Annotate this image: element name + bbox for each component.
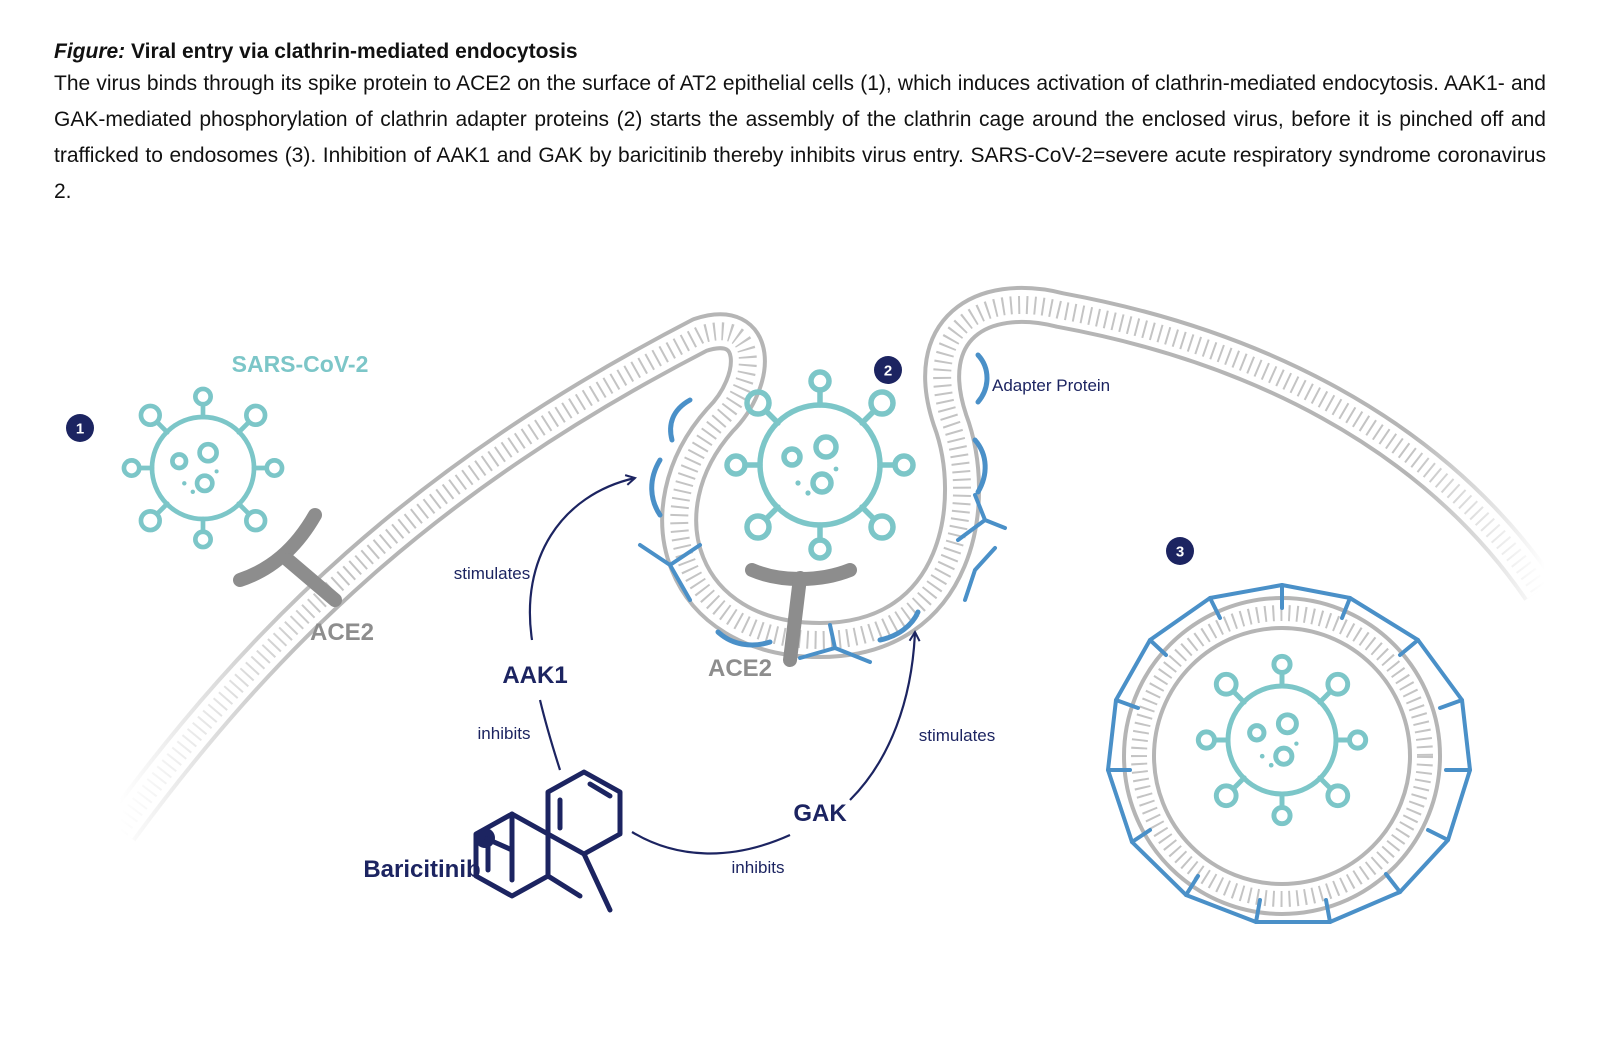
step-3-marker: 3 — [1166, 537, 1194, 565]
endosome-vesicle — [1122, 596, 1442, 916]
step-2-marker: 2 — [874, 356, 902, 384]
gak-label: GAK — [793, 800, 847, 827]
adapter-proteins — [649, 352, 990, 648]
edge-label-inhibits-2: inhibits — [732, 858, 785, 877]
baricitinib-bond — [483, 835, 514, 853]
svg-text:3: 3 — [1176, 544, 1184, 561]
edge-label-stimulates-2: stimulates — [919, 726, 996, 745]
svg-text:2: 2 — [884, 363, 892, 380]
caption-title-line: Figure: Viral entry via clathrin-mediate… — [54, 38, 1546, 66]
edge-label-stimulates-1: stimulates — [454, 564, 531, 583]
aak1-label: AAK1 — [502, 662, 567, 689]
adapter-protein-label: Adapter Protein — [992, 376, 1110, 395]
caption-lead: Figure: — [54, 40, 126, 63]
virus-particle-free — [124, 389, 282, 547]
cell-membrane — [100, 286, 1560, 860]
step-1-marker: 1 — [66, 414, 94, 442]
clathrin-cage — [1106, 583, 1472, 924]
ace2-receptor-1 — [233, 508, 342, 607]
sars-cov-2-label: SARS-CoV-2 — [232, 351, 369, 377]
clathrin-lattice-pit — [638, 493, 1007, 664]
caption-title: Viral entry via clathrin-mediated endocy… — [131, 40, 578, 63]
figure-caption: Figure: Viral entry via clathrin-mediate… — [54, 38, 1546, 210]
caption-body: The virus binds through its spike protei… — [54, 72, 1546, 203]
ace2-receptor-2 — [745, 563, 857, 667]
virus-particle-internalized — [1198, 656, 1365, 823]
regulation-arrows — [528, 478, 915, 855]
svg-text:1: 1 — [76, 421, 84, 438]
edge-label-inhibits-1: inhibits — [478, 724, 531, 743]
ace2-label-2: ACE2 — [708, 655, 772, 682]
baricitinib-label: Baricitinib — [363, 856, 480, 883]
ace2-label-1: ACE2 — [310, 619, 374, 646]
